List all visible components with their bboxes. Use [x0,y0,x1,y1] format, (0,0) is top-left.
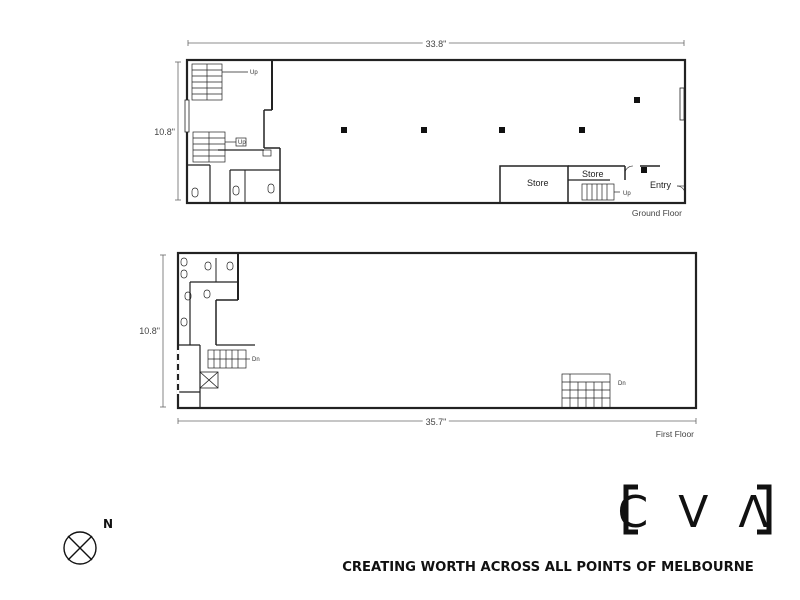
toilet-icon [191,187,199,198]
toilet-icon [184,291,192,301]
store-label-1: Store [527,178,549,188]
stair-down-label-1: Dn [252,357,260,363]
toilet-icon [203,289,211,299]
toilet-icon [180,257,188,267]
ground-floor-label: Ground Floor [632,208,682,218]
first-floor-label: First Floor [656,429,694,439]
store-label-2: Store [582,169,604,179]
column [341,127,347,133]
ground-width-label: 33.8" [426,39,447,49]
stair-up-label-3: Up [623,191,631,197]
column [421,127,427,133]
ground-floor-plan [175,40,687,205]
column [579,127,585,133]
column [499,127,505,133]
column [634,97,640,103]
stair-up-1 [191,63,248,101]
ground-depth-label: 10.8" [154,127,175,137]
compass-icon [63,531,97,565]
toilet-icon [180,317,188,327]
toilet-icon [180,269,188,279]
tagline: CREATING WORTH ACROSS ALL POINTS OF MELB… [342,560,754,575]
basin-icon [235,137,247,147]
toilet-icon [232,185,240,196]
first-floor-outline [176,251,698,410]
basin-icon [262,149,272,157]
entry-label: Entry [650,180,672,190]
stair-up-label-1: Up [250,70,258,76]
toilet-icon [204,261,212,271]
stair-up-3 [581,183,620,201]
cva-logo: C V Λ [618,484,777,538]
store-room-1 [499,165,569,203]
logo-text: C V Λ [618,487,777,538]
stair-down-1 [207,349,250,369]
compass-north-label: N [103,517,113,531]
first-floor-plan [160,251,698,424]
first-width-label: 35.7" [426,417,447,427]
stair-up-2 [192,131,236,163]
ground-floor-outline [185,58,687,205]
toilet-icon [226,261,234,271]
toilet-icon [267,183,275,194]
first-depth-label: 10.8" [139,326,160,336]
stair-down-2 [561,373,611,409]
stair-up-label-2: Up [238,140,246,146]
stair-down-label-2: Dn [618,381,626,387]
column [641,167,647,173]
lift-shaft [199,371,219,389]
entry-door [676,185,686,195]
